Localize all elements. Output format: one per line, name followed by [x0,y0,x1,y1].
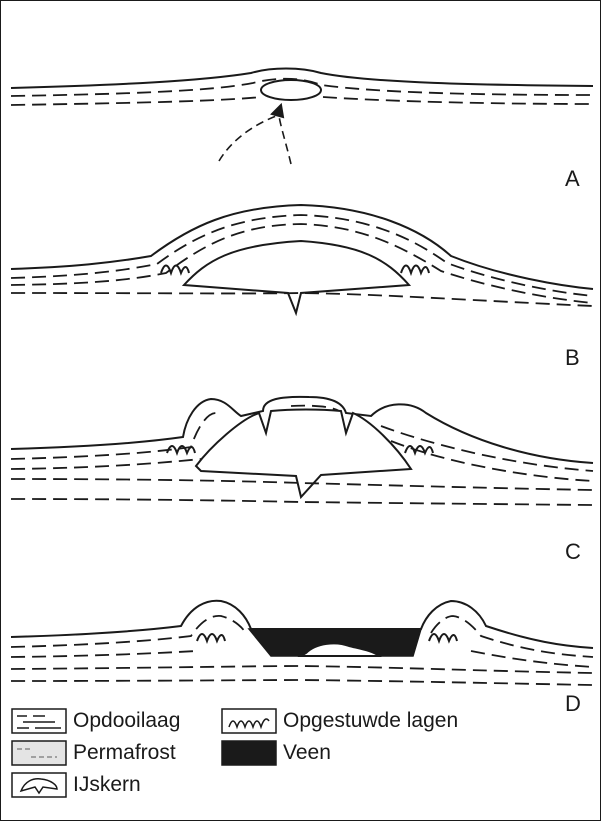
ice-core-c [196,410,411,498]
legend-item-folded-layers: Opgestuwde lagen [221,707,458,735]
stage-label-d: D [565,691,581,717]
legend-label-folded-layers: Opgestuwde lagen [283,709,458,733]
folded-layers-icon [221,707,277,735]
legend-label-ice-core: IJskern [73,773,141,797]
stage-label-a: A [565,166,580,192]
legend-item-ice-core: IJskern [11,771,141,799]
legend-label-permafrost: Permafrost [73,741,176,765]
permafrost-icon [11,739,67,767]
ice-lens-a [261,80,321,100]
active-layer-icon [11,707,67,735]
stage-c-profile [11,397,593,505]
legend-item-active-layer: Opdooilaag [11,707,180,735]
legend-label-peat: Veen [283,741,331,765]
ice-core-icon [11,771,67,799]
stage-b-profile [11,205,593,313]
legend-item-permafrost: Permafrost [11,739,176,767]
peat-icon [221,739,277,767]
stage-label-c: C [565,539,581,565]
ice-core-b [184,241,409,313]
legend-item-peat: Veen [221,739,331,767]
legend-label-active-layer: Opdooilaag [73,709,180,733]
stage-label-b: B [565,345,580,371]
stage-d-profile [11,601,593,685]
stage-a-profile [11,69,593,165]
